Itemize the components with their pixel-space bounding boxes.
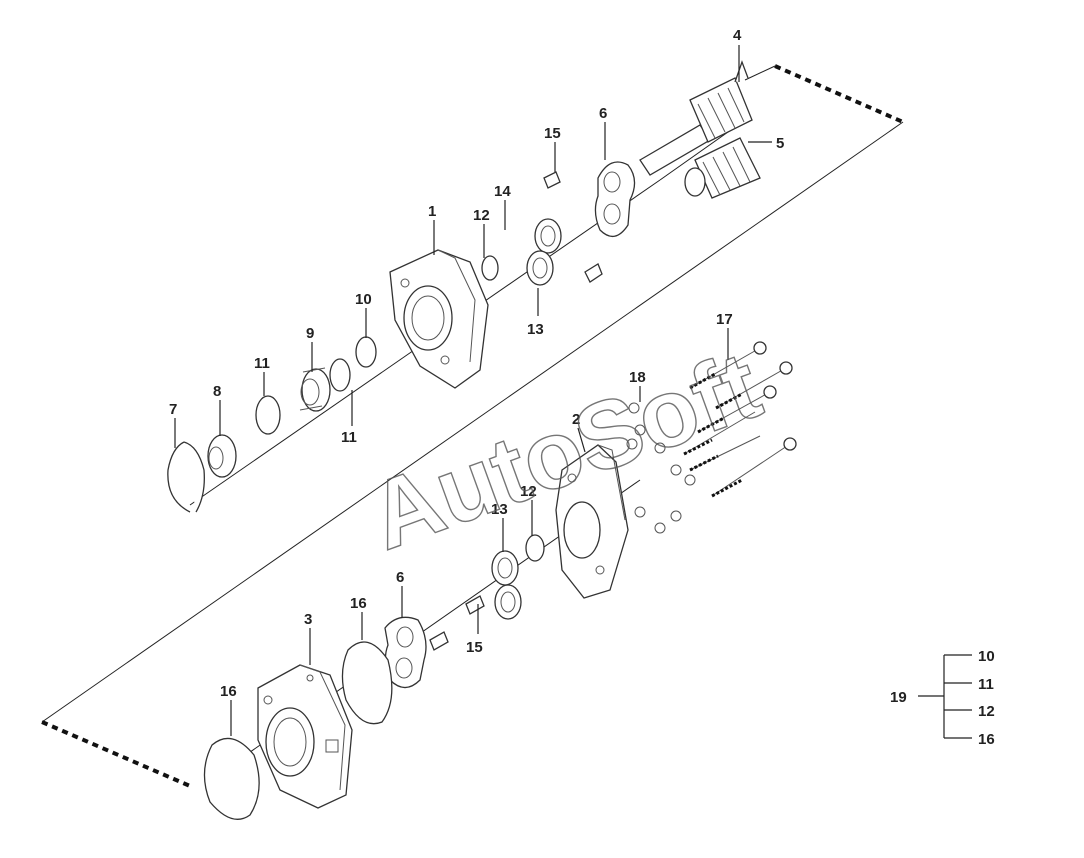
shaft-seal bbox=[299, 367, 331, 412]
label-14: 14 bbox=[494, 183, 511, 200]
ring-upper bbox=[481, 255, 499, 281]
pump-body bbox=[555, 444, 629, 599]
label-2: 2 bbox=[572, 411, 580, 428]
label-17: 17 bbox=[716, 311, 733, 328]
front-cover bbox=[389, 249, 489, 389]
ring-lower bbox=[525, 534, 545, 562]
rear-cover bbox=[257, 664, 353, 809]
dowel-pin-upper bbox=[543, 171, 561, 189]
label-10: 10 bbox=[355, 291, 372, 308]
snap-ring bbox=[167, 441, 205, 513]
label-15-upper: 15 bbox=[544, 125, 561, 142]
bearing-upper-a bbox=[534, 218, 562, 254]
bearing-lower-b bbox=[494, 584, 522, 620]
label-18: 18 bbox=[629, 369, 646, 386]
dowel-pin-lower-b bbox=[429, 631, 449, 651]
o-ring-11-left bbox=[255, 395, 281, 435]
dowel-pin-lower-a bbox=[465, 595, 485, 615]
dowel-pin-mid bbox=[584, 263, 603, 283]
ball-bearing bbox=[207, 434, 237, 478]
label-11-left: 11 bbox=[254, 355, 270, 372]
o-ring-11-right bbox=[329, 358, 351, 392]
kit-19-label: 19 bbox=[890, 689, 907, 706]
drive-gear-shaft bbox=[639, 60, 753, 176]
label-16-upper: 16 bbox=[350, 595, 367, 612]
label-12-upper: 12 bbox=[473, 207, 490, 224]
label-16-lower: 16 bbox=[220, 683, 237, 700]
kit-item-10: 10 bbox=[978, 648, 995, 665]
wear-plate-upper bbox=[594, 161, 636, 237]
bearing-upper-b bbox=[526, 250, 554, 286]
label-5: 5 bbox=[776, 135, 784, 152]
label-4: 4 bbox=[733, 27, 742, 44]
label-1: 1 bbox=[428, 203, 436, 220]
part-labels: 4 5 6 15 14 12 1 13 10 9 11 11 8 7 17 18… bbox=[169, 27, 784, 700]
gasket-16-upper bbox=[341, 641, 393, 725]
bearing-lower-a bbox=[491, 550, 519, 586]
assembly-frame bbox=[41, 64, 904, 788]
label-13-lower: 13 bbox=[491, 501, 508, 518]
label-11-right: 11 bbox=[341, 429, 357, 446]
label-8: 8 bbox=[213, 383, 221, 400]
label-7: 7 bbox=[169, 401, 177, 418]
driven-gear bbox=[684, 137, 761, 199]
label-15-lower: 15 bbox=[466, 639, 483, 656]
gasket-16-lower bbox=[203, 737, 260, 820]
kit-item-12: 12 bbox=[978, 703, 995, 720]
label-6-upper: 6 bbox=[599, 105, 607, 122]
kit-item-11: 11 bbox=[978, 676, 994, 693]
leader-lines bbox=[174, 45, 772, 736]
kit-19-bracket: 19 10 11 12 16 bbox=[890, 648, 995, 748]
label-6-lower: 6 bbox=[396, 569, 404, 586]
bolt-set bbox=[626, 341, 797, 534]
label-13-upper: 13 bbox=[527, 321, 544, 338]
label-12-lower: 12 bbox=[520, 483, 537, 500]
label-9: 9 bbox=[306, 325, 314, 342]
label-3: 3 bbox=[304, 611, 312, 628]
kit-item-16: 16 bbox=[978, 731, 995, 748]
retaining-ring-10 bbox=[355, 336, 377, 368]
